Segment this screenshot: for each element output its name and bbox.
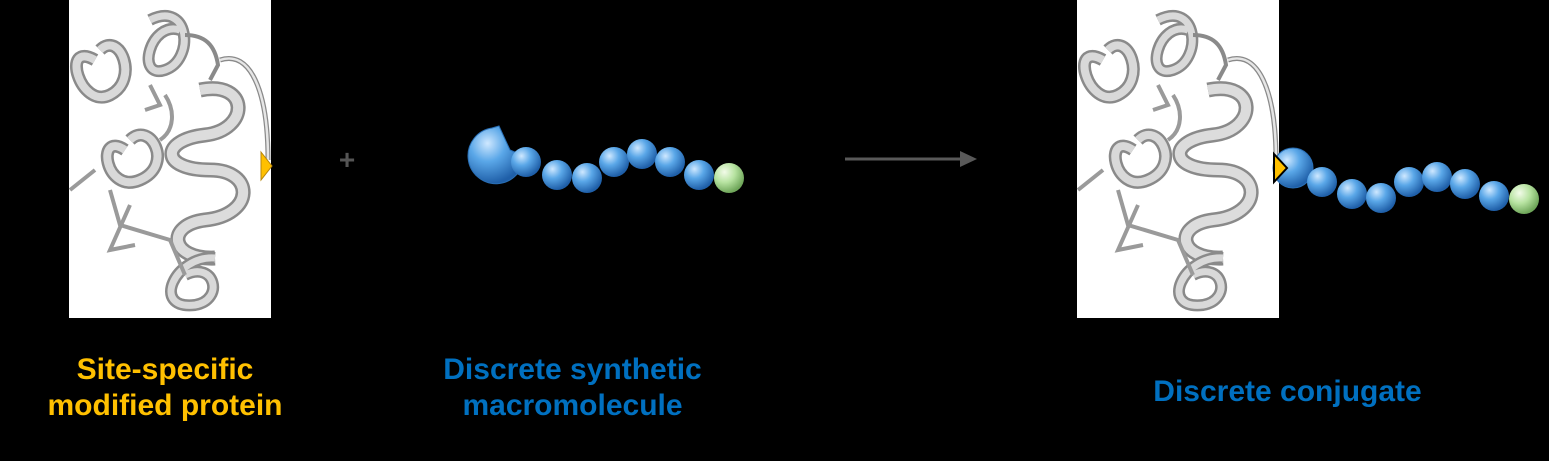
- tag-left: [260, 150, 273, 182]
- bead: [599, 147, 629, 177]
- tag-right: [1273, 151, 1289, 185]
- bead: [627, 139, 657, 169]
- bead: [1479, 181, 1509, 211]
- bead: [1394, 167, 1424, 197]
- protein-label-line-1: Site-specific: [76, 353, 254, 386]
- bead: [684, 160, 714, 190]
- plus-sign: +: [338, 144, 356, 175]
- conjugate-label: Discrete conjugate: [1153, 375, 1422, 408]
- macromolecule-label-line-1: Discrete synthetic: [443, 353, 702, 386]
- bead: [1337, 179, 1367, 209]
- bead: [655, 147, 685, 177]
- bead: [511, 147, 541, 177]
- protein-ribbon-right: [1078, 16, 1276, 305]
- bead-end-green: [1509, 184, 1539, 214]
- protein-label-line-2: modified protein: [47, 389, 283, 422]
- bead-end-green: [714, 163, 744, 193]
- bead: [572, 163, 602, 193]
- bead: [1366, 183, 1396, 213]
- protein-label: Site-specific modified protein: [0, 352, 330, 424]
- right-arrow-icon: [845, 151, 977, 167]
- bead: [1422, 162, 1452, 192]
- macromolecule-label-line-2: macromolecule: [462, 389, 683, 422]
- bead: [1450, 169, 1480, 199]
- conjugate-chain: [1272, 147, 1539, 214]
- bead: [542, 160, 572, 190]
- macromolecule: [467, 125, 744, 193]
- bead: [1307, 167, 1337, 197]
- protein-ribbon-left: [70, 16, 268, 305]
- macromolecule-label: Discrete synthetic macromolecule: [400, 352, 745, 424]
